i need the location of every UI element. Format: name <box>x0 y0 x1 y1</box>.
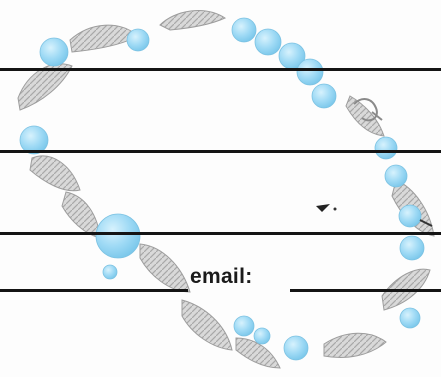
bracelet-link <box>139 243 191 293</box>
bead <box>384 164 408 188</box>
bead <box>296 58 324 86</box>
form-line-4 <box>0 289 188 292</box>
bracelet-clasp <box>353 98 383 122</box>
bracelet-link <box>159 10 227 31</box>
bead <box>374 136 398 160</box>
bead <box>311 83 337 109</box>
form-line-1 <box>0 68 441 71</box>
bead <box>95 213 141 259</box>
bracelet-link <box>181 299 233 351</box>
bead <box>283 335 309 361</box>
bracelet-link <box>235 337 281 369</box>
bead <box>19 125 49 155</box>
bead <box>398 204 422 228</box>
bead <box>39 37 69 67</box>
bead <box>102 264 118 280</box>
bracelet-link <box>29 155 81 192</box>
clasp-hook <box>371 111 383 121</box>
bead <box>126 28 150 52</box>
bead <box>254 28 282 56</box>
bracelet-link <box>345 95 385 137</box>
form-line-2 <box>0 150 441 153</box>
bead <box>233 315 255 337</box>
bracelet-links <box>17 10 435 369</box>
bead <box>231 17 257 43</box>
email-label: email: <box>190 265 253 288</box>
email-blank-line <box>290 289 441 292</box>
bracelet-beads <box>19 17 425 361</box>
bead <box>253 327 271 345</box>
clasp-ring <box>353 98 378 122</box>
bracelet-link <box>323 332 387 358</box>
bead <box>399 307 421 329</box>
form-line-3 <box>0 232 441 235</box>
bracelet-link <box>17 63 73 111</box>
bead <box>399 235 425 261</box>
